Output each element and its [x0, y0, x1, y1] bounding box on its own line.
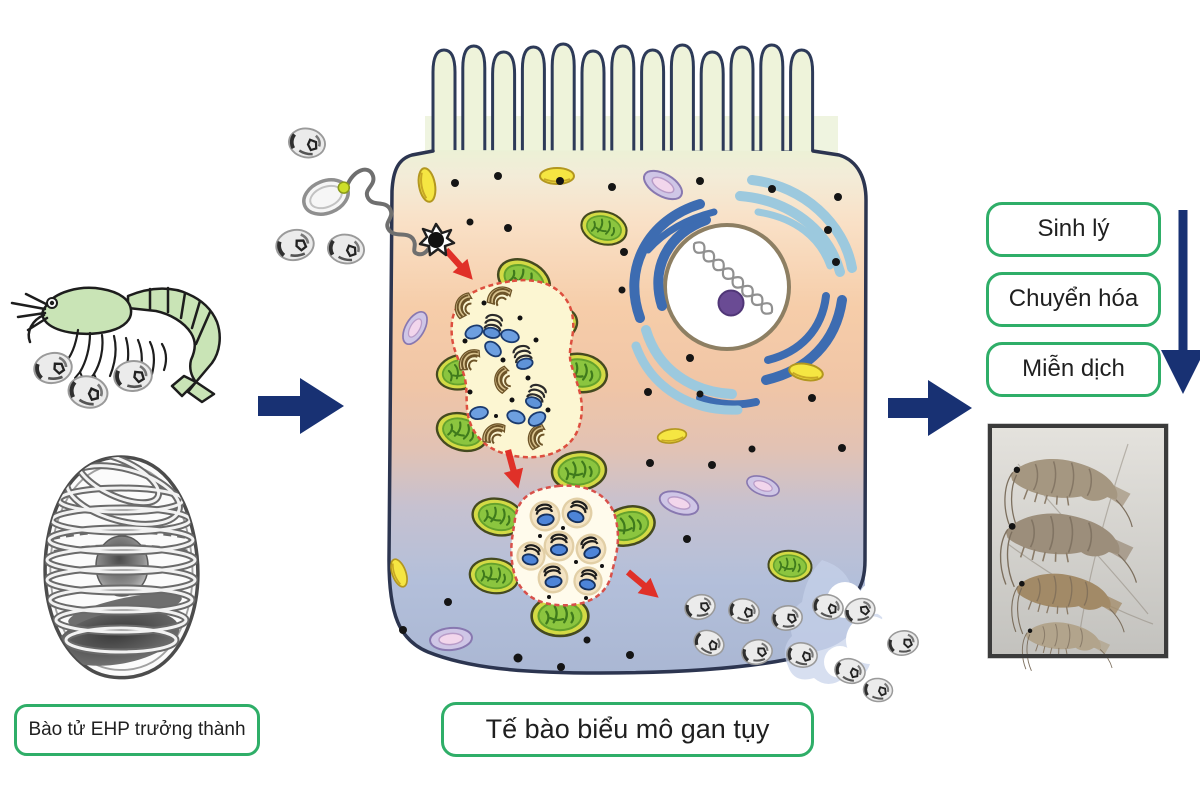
effect-box-metabolism: Chuyển hóa	[986, 272, 1161, 327]
shrimp-drawing	[10, 286, 221, 404]
sporogonial-dots	[538, 526, 604, 600]
microvilli-brush-border	[431, 42, 815, 166]
effect-box-physiology: Sinh lý	[986, 202, 1161, 257]
plasmodium-nuclei	[464, 324, 547, 427]
shed-spores	[29, 348, 156, 412]
empty-spore-shell	[302, 178, 351, 216]
effect-box-label: Sinh lý	[1037, 215, 1110, 243]
mature-spore-icon	[29, 348, 77, 388]
nucleolus	[717, 289, 745, 317]
effect-box-label: Miễn dịch	[1022, 355, 1125, 383]
sporogonial-late-stage	[510, 484, 620, 607]
mature-spore-icon	[271, 224, 319, 266]
flow-arrow-left	[258, 378, 344, 434]
germinating-spore	[302, 167, 456, 257]
effects-down-arrow	[1161, 210, 1200, 394]
mature-spore-icon	[324, 230, 368, 268]
stunted-shrimp-photo	[987, 423, 1169, 675]
sporoplasm-splat	[418, 222, 456, 257]
mature-spore-icon	[110, 357, 156, 395]
dna-strand	[692, 241, 774, 315]
cell-cytoplasm	[389, 150, 866, 673]
polar-tube	[345, 167, 436, 257]
mature-spore-icon	[284, 123, 330, 163]
hepatopancreas-cell-label: Tế bào biểu mô gan tụy	[441, 702, 814, 757]
mature-spore-label: Bào tử EHP trưởng thành	[14, 704, 260, 756]
ribosome-dots	[399, 172, 846, 671]
plasmodium-dots	[462, 300, 551, 418]
immature-spore-icon	[543, 530, 575, 562]
ehp-spore-schematic	[43, 455, 200, 680]
mature-spore-icon	[66, 373, 111, 412]
nucleus	[663, 223, 791, 351]
cell-membrane	[387, 149, 868, 675]
effect-box-label: Chuyển hóa	[1008, 285, 1139, 313]
spore-release-burst	[680, 560, 928, 705]
flow-arrow-right	[888, 380, 972, 436]
plasmodium-early-stage	[450, 278, 584, 459]
effect-box-immunity: Miễn dịch	[986, 342, 1161, 397]
hepatopancreas-cell-illustration	[271, 42, 928, 705]
polar-filament-coils	[45, 457, 198, 656]
